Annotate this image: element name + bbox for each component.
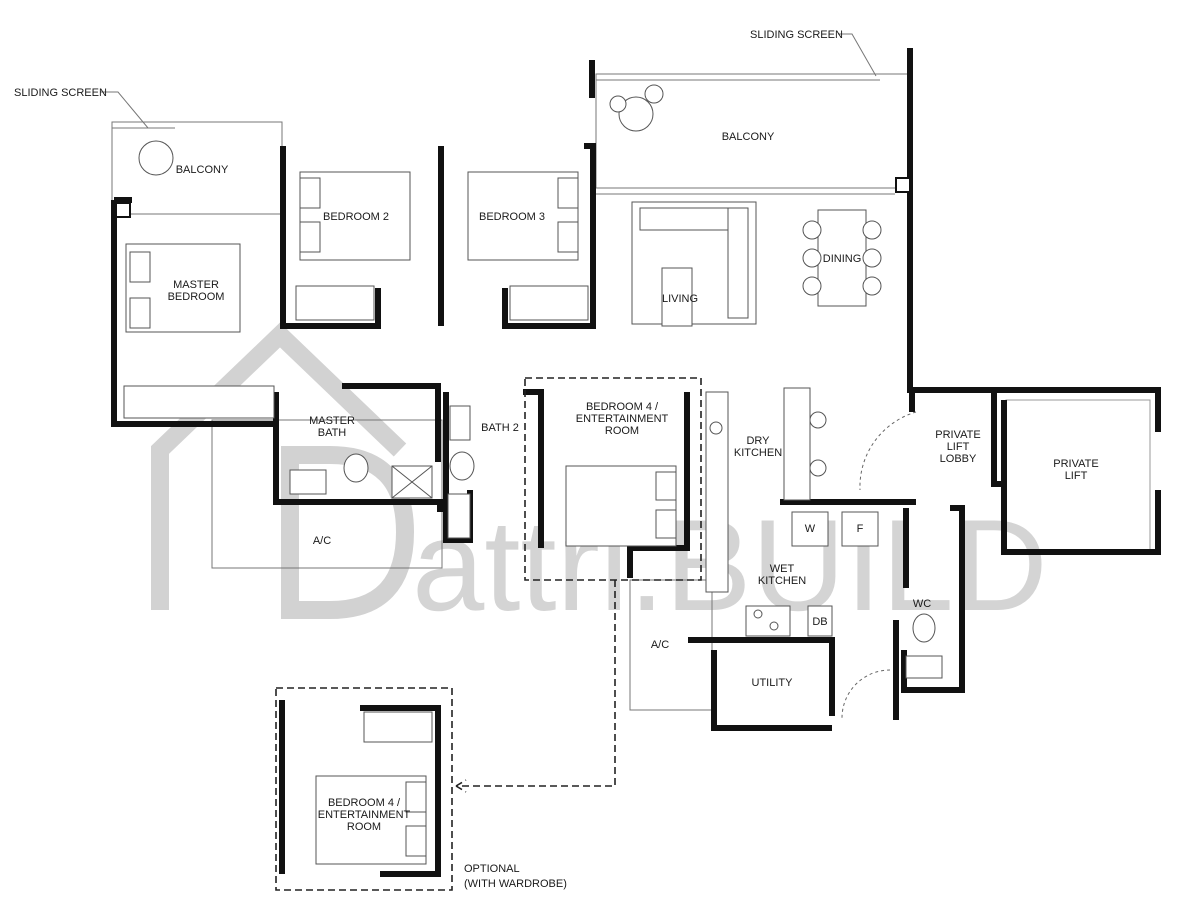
label-private-lift-lobby-2: LIFT bbox=[947, 441, 970, 453]
label-optional-bedroom-3: ROOM bbox=[347, 821, 381, 833]
label-optional-1: OPTIONAL bbox=[464, 863, 520, 875]
label-ac-right: A/C bbox=[651, 639, 669, 651]
label-bedroom-4-3: ROOM bbox=[605, 425, 639, 437]
label-balcony-top: BALCONY bbox=[722, 131, 775, 143]
label-bedroom-4-1: BEDROOM 4 / bbox=[586, 401, 659, 413]
room-labels: SLIDING SCREEN SLIDING SCREEN BALCONY BA… bbox=[14, 29, 1099, 890]
label-living: LIVING bbox=[662, 293, 698, 305]
walls bbox=[111, 48, 1161, 731]
label-bedroom-3: BEDROOM 3 bbox=[479, 211, 545, 223]
label-private-lift-lobby-1: PRIVATE bbox=[935, 429, 980, 441]
label-dry-kitchen-1: DRY bbox=[746, 435, 770, 447]
label-utility: UTILITY bbox=[752, 677, 794, 689]
label-balcony-left: BALCONY bbox=[176, 164, 229, 176]
label-bedroom-2: BEDROOM 2 bbox=[323, 211, 389, 223]
label-sliding-screen-left: SLIDING SCREEN bbox=[14, 87, 107, 99]
label-dining: DINING bbox=[823, 253, 862, 265]
furniture bbox=[123, 84, 943, 719]
label-wc: WC bbox=[913, 598, 931, 610]
label-master-bath-1: MASTER bbox=[309, 415, 355, 427]
label-private-lift-1: PRIVATE bbox=[1053, 458, 1098, 470]
optional-bedroom-markers bbox=[275, 377, 702, 891]
label-bedroom-4-2: ENTERTAINMENT bbox=[576, 413, 669, 425]
label-db: DB bbox=[812, 616, 827, 628]
label-private-lift-lobby-3: LOBBY bbox=[940, 453, 977, 465]
label-master-bedroom-2: BEDROOM bbox=[168, 291, 225, 303]
label-optional-bedroom-1: BEDROOM 4 / bbox=[328, 797, 401, 809]
label-master-bath-2: BATH bbox=[318, 427, 347, 439]
label-optional-bedroom-2: ENTERTAINMENT bbox=[318, 809, 411, 821]
optional-bedroom-plan bbox=[279, 700, 441, 877]
label-wet-kitchen-2: KITCHEN bbox=[758, 575, 806, 587]
label-fridge: F bbox=[857, 523, 864, 535]
label-optional-2: (WITH WARDROBE) bbox=[464, 878, 567, 890]
watermark-text: attri.BUILD bbox=[412, 492, 1048, 638]
label-private-lift-2: LIFT bbox=[1065, 470, 1088, 482]
label-bath-2: BATH 2 bbox=[481, 422, 519, 434]
label-ac-left: A/C bbox=[313, 535, 331, 547]
label-dry-kitchen-2: KITCHEN bbox=[734, 447, 782, 459]
label-master-bedroom-1: MASTER bbox=[173, 279, 219, 291]
annotation-leaders bbox=[100, 33, 877, 129]
label-washer: W bbox=[805, 523, 816, 535]
label-wet-kitchen-1: WET bbox=[770, 563, 795, 575]
label-sliding-screen-right: SLIDING SCREEN bbox=[750, 29, 843, 41]
